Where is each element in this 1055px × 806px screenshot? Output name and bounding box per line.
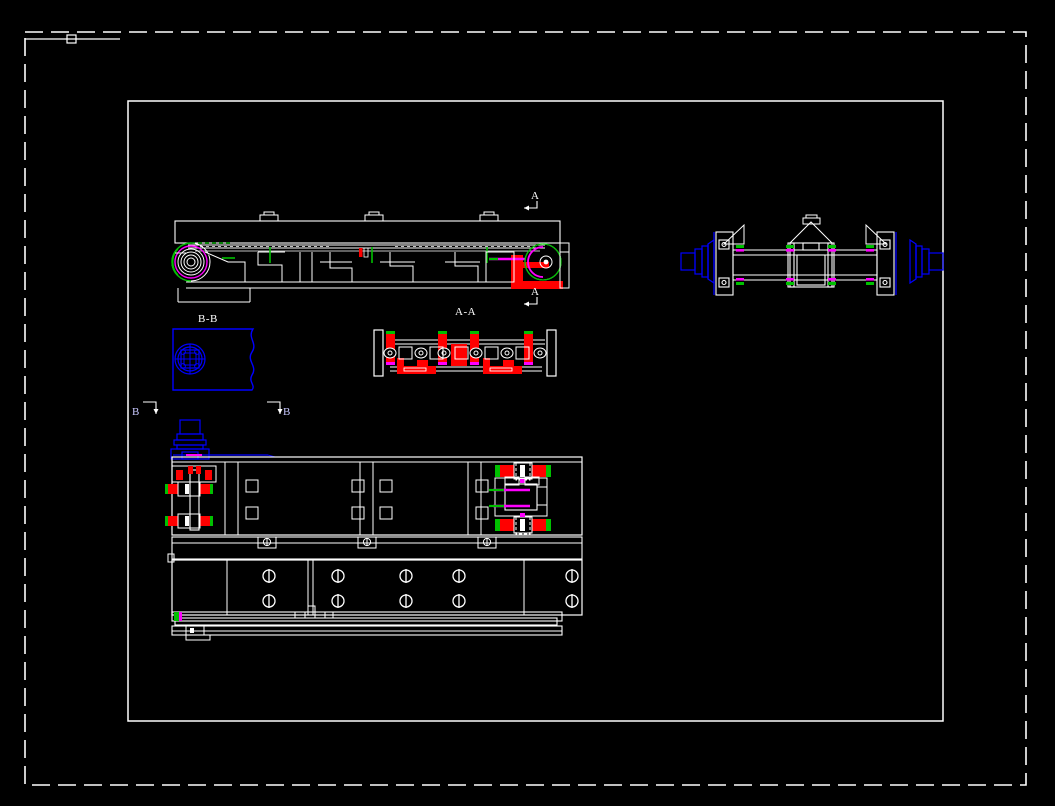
aa-flight-highlights xyxy=(403,367,513,372)
section-marker-a-top[interactable]: A xyxy=(524,190,539,211)
aa-left-plate xyxy=(373,329,384,377)
plan-bolt-deck xyxy=(171,559,583,616)
aa-roller-bearings xyxy=(383,347,547,359)
plan-mid-band-tabs xyxy=(167,536,497,563)
drive-shaft-lines xyxy=(489,488,530,508)
drive-unit-plan-cluster[interactable] xyxy=(489,461,551,535)
idler-roller-marks xyxy=(222,247,488,263)
bolt-head-symbols xyxy=(262,569,579,608)
main-conveyor-elevation[interactable] xyxy=(171,211,570,303)
axle-gussets xyxy=(722,221,888,245)
section-marker-b-right[interactable]: B xyxy=(267,401,291,418)
section-aa-view[interactable] xyxy=(373,329,557,377)
selection-grip-group[interactable] xyxy=(25,34,120,44)
takeup-bolt-pads-upper xyxy=(165,481,213,497)
return-run-supports xyxy=(204,251,480,282)
takeup-tensioner-rod[interactable] xyxy=(165,454,217,531)
conveyor-plan-view[interactable] xyxy=(165,419,583,641)
plan-lower-rails xyxy=(171,611,563,636)
deck-mount-lugs xyxy=(259,211,499,222)
marker-b-left-label: B xyxy=(132,406,140,418)
drive-sub-plates xyxy=(504,476,540,486)
axle-body-beams xyxy=(732,249,878,281)
bb-hub-detail xyxy=(174,343,206,375)
marker-b-right-label: B xyxy=(283,406,291,418)
takeup-bolt-pads-lower xyxy=(165,513,213,529)
drive-sprocket-assembly[interactable] xyxy=(524,243,562,281)
dashed-sheet-boundary xyxy=(24,31,1027,786)
drive-end-frame xyxy=(559,242,570,289)
drawing-frame xyxy=(127,100,944,722)
section-bb-view[interactable] xyxy=(172,328,255,391)
marker-a-bottom-label: A xyxy=(531,286,539,298)
section-bb-title: B-B xyxy=(198,313,218,325)
drive-head-gearbox[interactable] xyxy=(485,251,563,289)
section-marker-b-left[interactable]: B xyxy=(132,401,159,418)
axle-blue-extents xyxy=(707,244,917,279)
center-housing xyxy=(789,242,833,288)
plan-cross-members xyxy=(224,462,482,535)
axle-bolt-pads xyxy=(736,245,874,285)
marker-a-top-label: A xyxy=(531,190,539,202)
drive-bearing-upper xyxy=(495,461,551,483)
plan-rail-fittings xyxy=(174,605,334,641)
section-marker-a-bottom[interactable]: A xyxy=(524,286,539,307)
drive-gearbox-nose xyxy=(536,486,548,506)
aa-bearing-housings xyxy=(398,346,530,360)
aa-right-plate xyxy=(546,329,557,377)
plan-bracket-tabs xyxy=(245,479,489,520)
center-top-lug xyxy=(802,214,821,225)
drive-axle-end-assembly[interactable] xyxy=(680,214,944,296)
drive-bearing-lower xyxy=(495,513,551,535)
plan-frame-outline xyxy=(171,456,583,536)
axle-tie-plates xyxy=(787,242,835,288)
bb-body-outline xyxy=(172,328,255,391)
section-aa-title: A-A xyxy=(455,306,476,318)
plan-mid-band xyxy=(171,536,583,560)
selection-grip[interactable] xyxy=(66,34,77,44)
gearmotor-column[interactable] xyxy=(170,419,210,460)
midspan-red-detail xyxy=(359,247,369,258)
